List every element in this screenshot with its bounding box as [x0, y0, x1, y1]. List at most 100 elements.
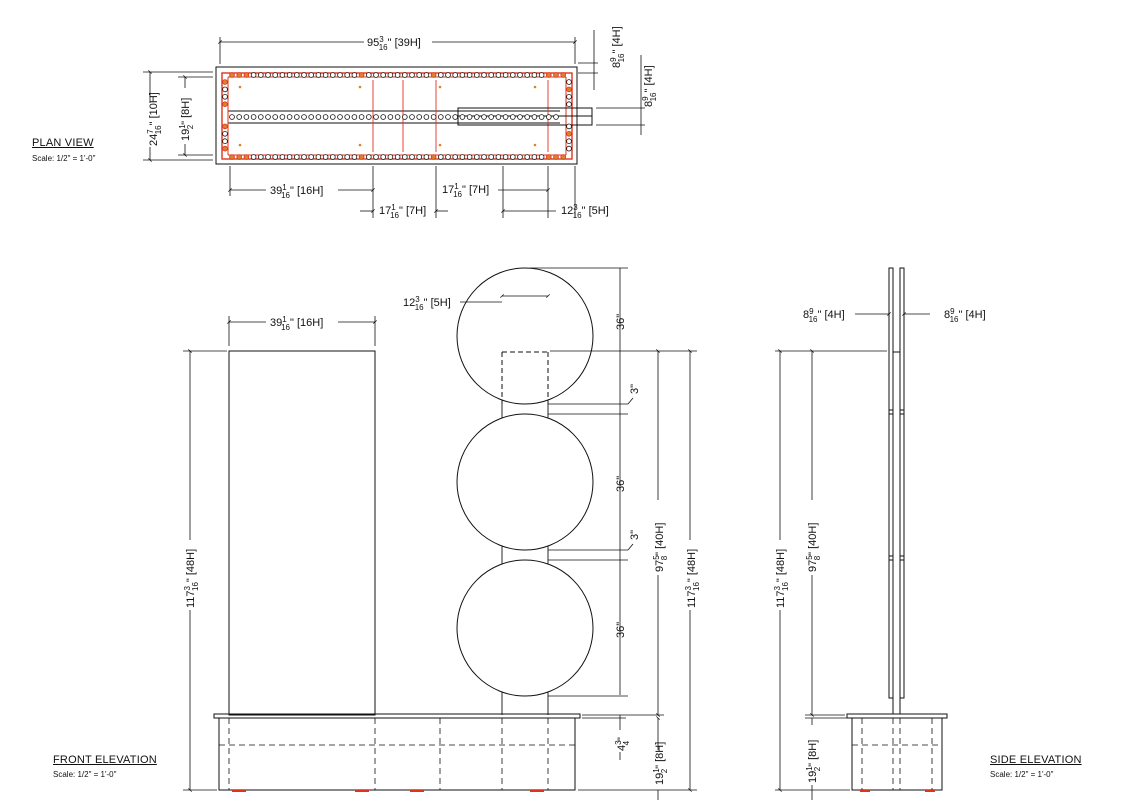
- bolt-hole: [344, 154, 351, 160]
- bolt-hole: [351, 114, 358, 120]
- side-panel-right: [899, 267, 905, 699]
- bolt-hole: [430, 114, 437, 120]
- bolt-hole: [545, 72, 552, 78]
- bolt-hole: [265, 72, 271, 78]
- bolt-hole: [344, 72, 351, 78]
- bolt-hole: [481, 72, 487, 78]
- bolt-hole: [222, 86, 228, 93]
- bolt-hole: [293, 72, 300, 78]
- bolt-hole: [315, 72, 322, 78]
- bolt-hole: [250, 154, 257, 160]
- dim-plan-top-right: 8916" [4H]: [609, 26, 626, 68]
- bolt-hole: [373, 114, 379, 120]
- side-base-cap: [846, 713, 948, 719]
- plan-view-title: PLAN VIEW: [32, 137, 94, 149]
- bolt-hole: [236, 114, 243, 120]
- bolt-hole: [430, 72, 437, 78]
- bolt-hole: [373, 72, 379, 78]
- dim-circle-1: 36": [615, 314, 627, 330]
- bolt-hole: [509, 72, 516, 78]
- bolt-hole: [222, 94, 228, 100]
- dim-front-right-total-height: 117316" [48H]: [684, 549, 701, 608]
- bolt-hole: [459, 114, 466, 120]
- bolt-hole: [538, 114, 545, 120]
- bolt-hole: [243, 72, 250, 78]
- bolt-hole: [222, 123, 228, 130]
- bolt-hole: [301, 72, 307, 78]
- bolt-hole: [409, 72, 415, 78]
- bolt-hole: [387, 114, 394, 120]
- bolt-hole: [351, 72, 358, 78]
- bolt-hole: [488, 154, 495, 160]
- bolt-hole: [538, 154, 545, 160]
- bolt-hole: [358, 154, 365, 160]
- bolt-hole: [222, 138, 228, 145]
- bolt-hole: [243, 154, 250, 160]
- front-circle-bottom: [456, 559, 594, 697]
- bolt-hole: [308, 154, 315, 160]
- bolt-hole: [373, 154, 379, 160]
- bolt-hole: [452, 72, 459, 78]
- dim-plan-outer-depth: 24716" [10H]: [146, 92, 163, 146]
- bolt-hole: [437, 72, 444, 78]
- bolt-hole: [566, 145, 572, 152]
- bolt-hole: [279, 154, 286, 160]
- plan-view-scale: Scale: 1/2" = 1'-0": [32, 154, 96, 163]
- dim-side-total-height: 117316" [48H]: [773, 549, 790, 608]
- bolt-hole: [524, 72, 530, 78]
- bolt-hole: [566, 138, 572, 145]
- bolt-hole: [517, 72, 523, 78]
- bolt-hole: [423, 72, 430, 78]
- side-elevation-scale: Scale: 1/2" = 1'-0": [990, 770, 1054, 779]
- bolt-hole: [322, 154, 329, 160]
- bolt-hole: [423, 154, 430, 160]
- side-base: [851, 717, 943, 791]
- dim-front-upper-height: 9758" [40H]: [652, 523, 669, 572]
- front-elevation-scale: Scale: 1/2" = 1'-0": [53, 770, 117, 779]
- bolt-hole: [286, 154, 293, 160]
- bolt-hole: [566, 79, 572, 85]
- bolt-hole: [416, 154, 423, 160]
- bolt-hole: [365, 154, 372, 160]
- bolt-hole: [265, 154, 271, 160]
- bolt-hole: [329, 154, 336, 160]
- bolt-hole: [365, 72, 372, 78]
- bolt-hole: [279, 114, 286, 120]
- dim-side-base-height: 1912" [8H]: [805, 740, 822, 783]
- bolt-hole: [437, 114, 444, 120]
- bolt-hole: [416, 72, 423, 78]
- bolt-hole: [380, 72, 387, 78]
- bolt-hole: [301, 154, 307, 160]
- bolt-hole: [380, 154, 387, 160]
- bolt-hole: [437, 154, 444, 160]
- bolt-hole: [293, 114, 300, 120]
- bolt-hole: [272, 154, 279, 160]
- bolt-hole: [473, 72, 480, 78]
- dim-front-total-height: 117316" [48H]: [183, 549, 200, 608]
- bolt-hole: [394, 72, 401, 78]
- bolt-hole: [524, 154, 530, 160]
- bolt-hole: [265, 114, 271, 120]
- bolt-hole: [222, 145, 228, 152]
- dim-gap-2: 3": [629, 530, 641, 540]
- bolt-hole: [502, 154, 509, 160]
- bolt-hole: [315, 154, 322, 160]
- front-elevation: [183, 267, 697, 800]
- bolt-hole: [566, 131, 572, 137]
- bolt-hole: [286, 114, 293, 120]
- bolt-hole: [257, 114, 264, 120]
- bolt-hole: [358, 72, 365, 78]
- bolt-hole: [401, 114, 408, 120]
- bolt-hole: [272, 114, 279, 120]
- bolt-hole: [236, 72, 243, 78]
- bolt-hole: [250, 72, 257, 78]
- bolt-hole: [257, 72, 264, 78]
- bolt-hole: [329, 114, 336, 120]
- plan-holes: [222, 72, 572, 160]
- side-elevation-title: SIDE ELEVATION: [990, 754, 1082, 766]
